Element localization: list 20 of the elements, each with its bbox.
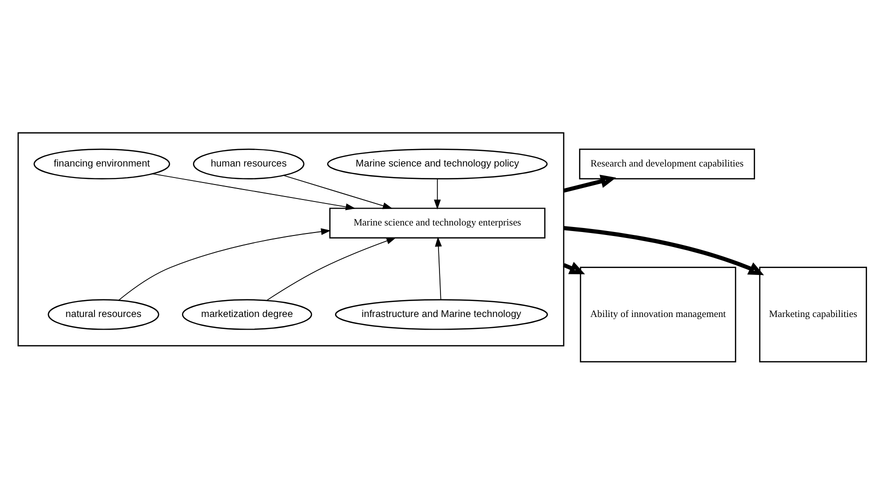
arrow	[434, 178, 441, 209]
node-ellipse: marketization degree	[182, 298, 312, 330]
cluster	[18, 132, 564, 346]
node-box: Research and development capabilities	[579, 148, 756, 179]
arrow	[118, 228, 331, 300]
node-ellipse: financing environment	[34, 148, 170, 179]
arrow	[266, 237, 396, 300]
arrow	[562, 261, 586, 274]
node-ellipse: Marine science and technology policy	[327, 148, 548, 179]
node-box: Marketing capabilities	[759, 266, 867, 362]
node-box: Marine science and technology enterprises	[329, 207, 546, 238]
arrow	[434, 236, 442, 300]
node-ellipse: infrastructure and Marine technology	[334, 298, 548, 330]
node-ellipse: human resources	[192, 148, 304, 179]
arrow	[283, 174, 393, 209]
node-box: Ability of innovation management	[580, 266, 736, 362]
node-ellipse: natural resources	[48, 298, 160, 330]
arrow	[563, 226, 764, 275]
arrow	[563, 174, 616, 192]
arrow	[152, 172, 356, 210]
